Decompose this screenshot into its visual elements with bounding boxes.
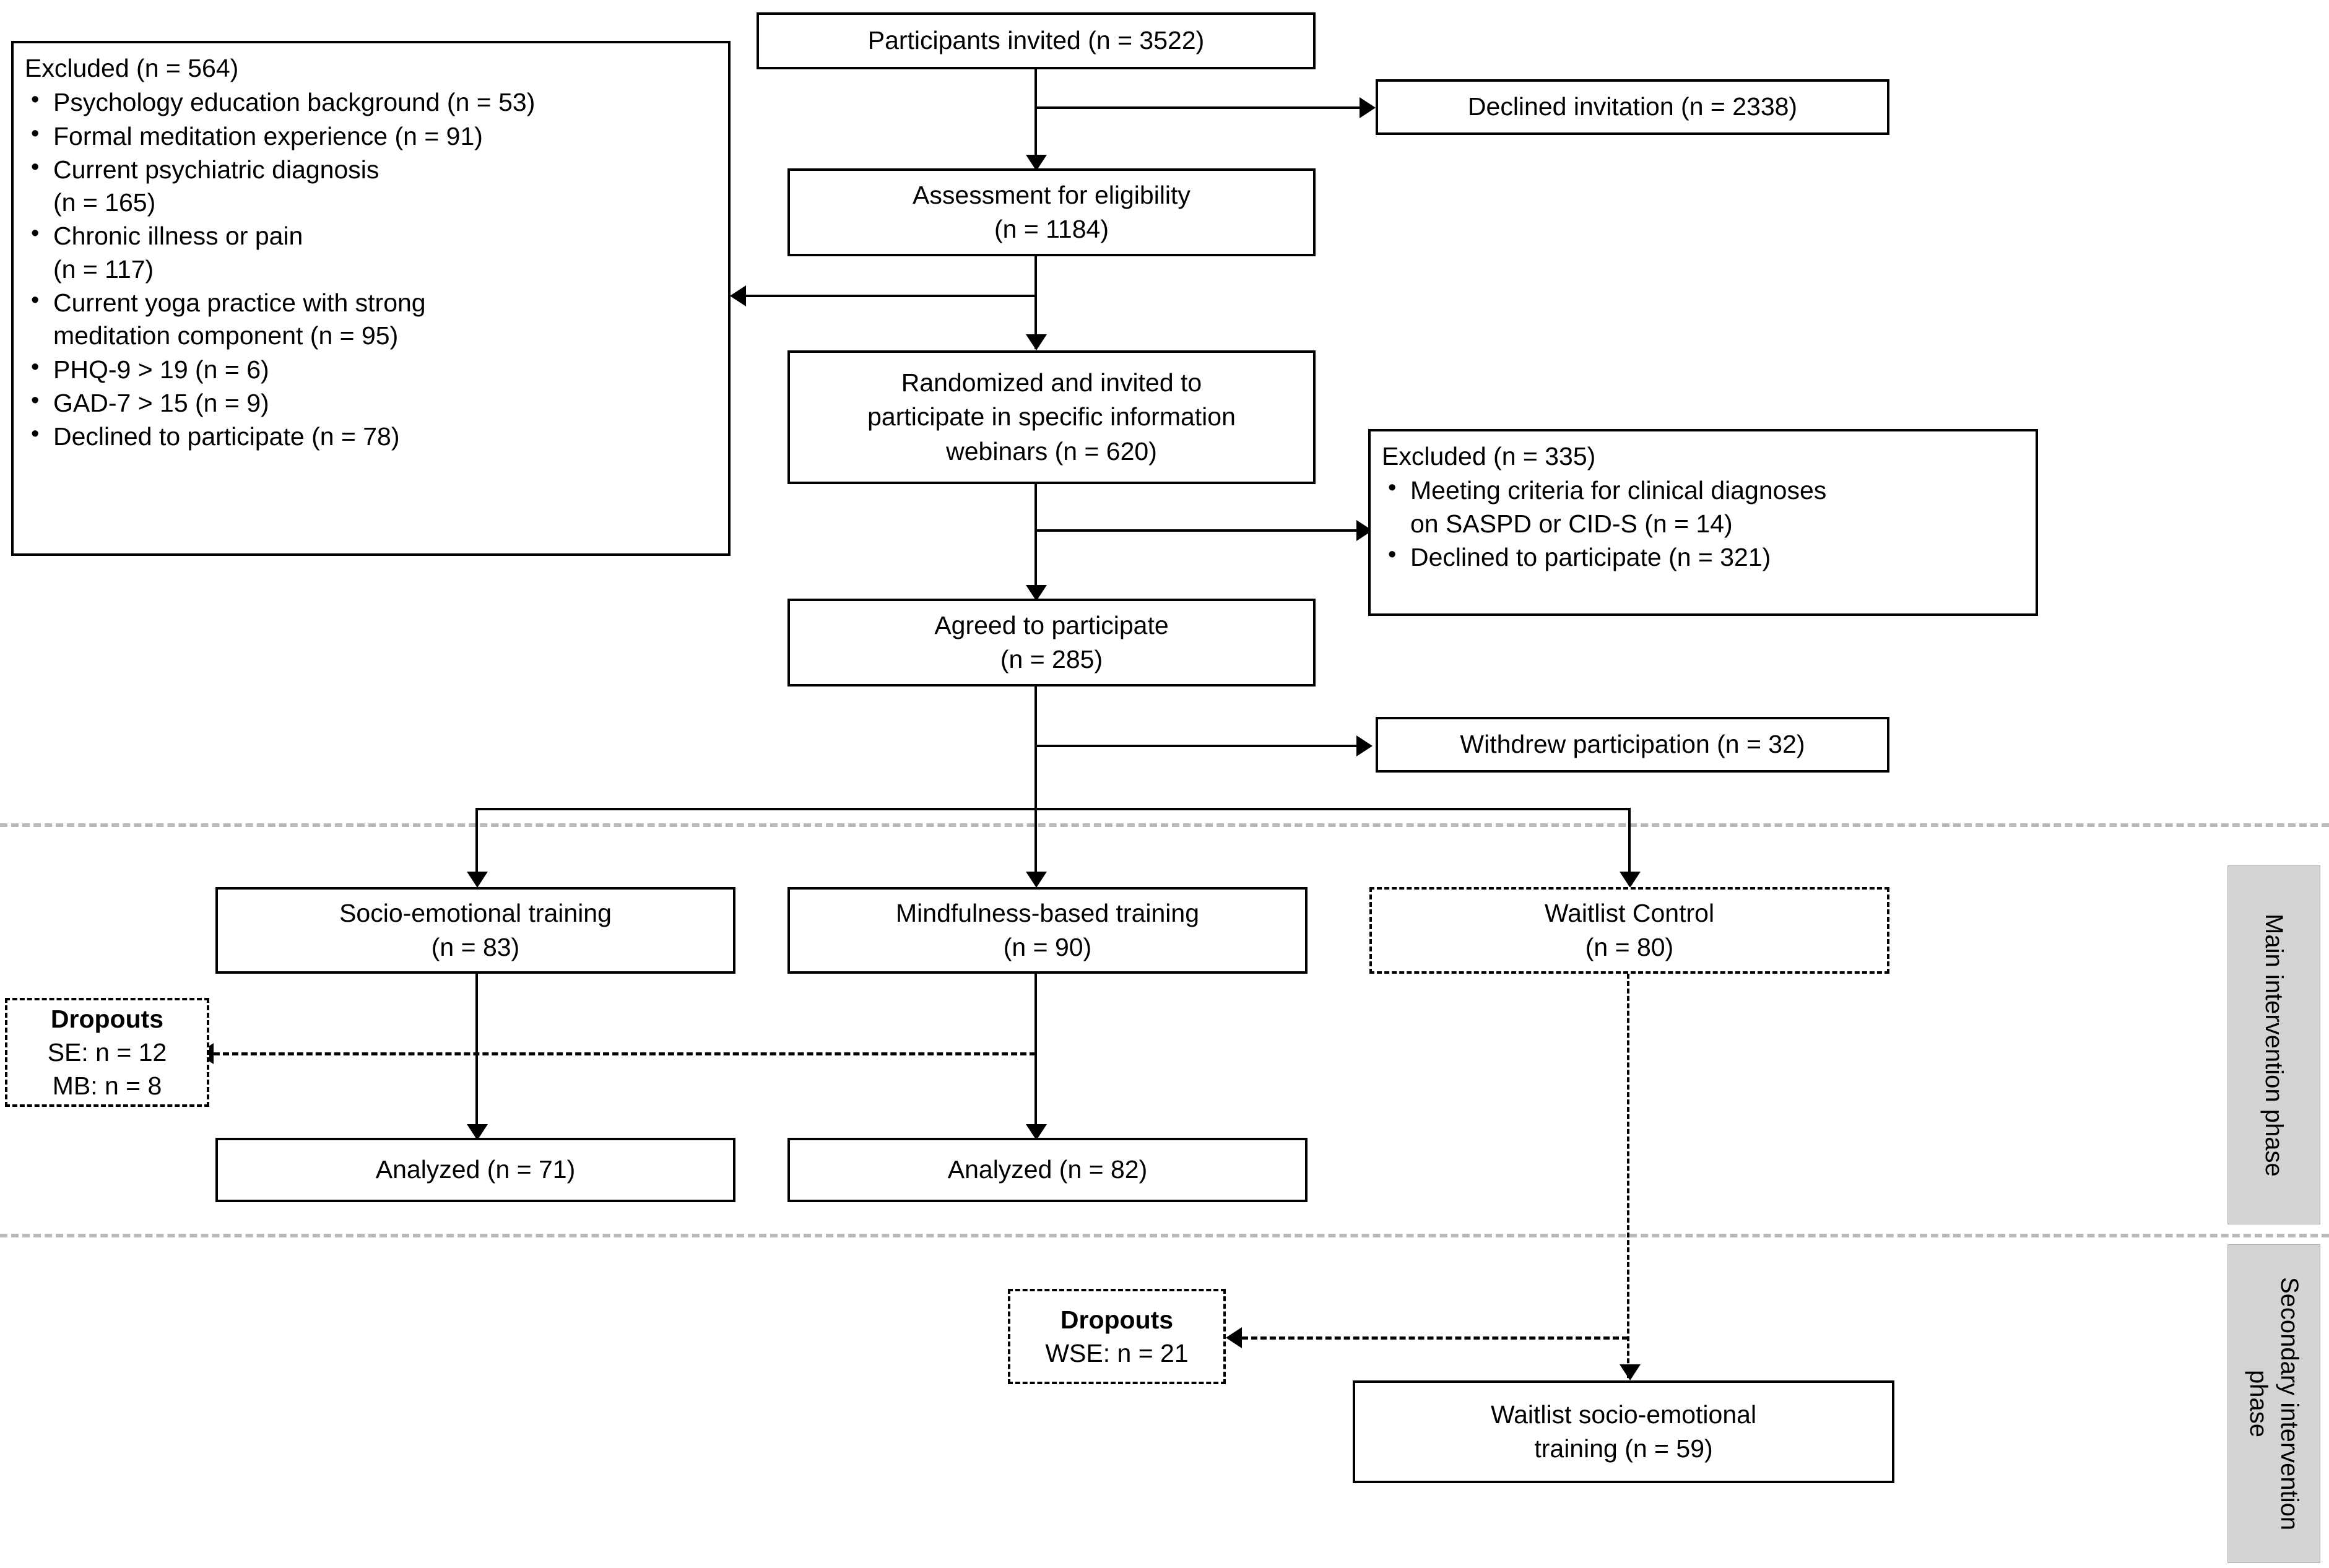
arrowhead-dropouts-secondary [1226, 1327, 1242, 1348]
node-participants-invited: Participants invited (n = 3522) [757, 12, 1316, 69]
phase-label-secondary: Secondary intervention phase [2227, 1244, 2320, 1563]
node-waitlist-control-line2: (n = 80) [1585, 933, 1674, 961]
node-socio-emotional-training-line1: Socio-emotional training [339, 898, 612, 927]
connector-assessment-to-excluded564 [746, 295, 1037, 297]
list-item: Formal meditation experience (n = 91) [25, 119, 717, 153]
arrowhead-drop-waitlist-control [1620, 872, 1641, 888]
node-dropouts-secondary-line1: WSE: n = 21 [1045, 1339, 1189, 1367]
arrowhead-invited-to-assessment [1026, 155, 1047, 171]
node-assessment-eligibility-line1: Assessment for eligibility [913, 180, 1191, 209]
node-randomized-webinars-line3: webinars (n = 620) [946, 436, 1157, 466]
node-analyzed-mb-label: Analyzed (n = 82) [947, 1155, 1148, 1184]
node-waitlist-se-training-line1: Waitlist socio-emotional [1490, 1400, 1757, 1429]
node-withdrew-participation-label: Withdrew participation (n = 32) [1460, 730, 1805, 759]
node-mindfulness-based-training-line1: Mindfulness-based training [896, 898, 1199, 927]
list-item: Current yoga practice with strong medita… [25, 285, 717, 353]
arrowhead-agreed-to-withdrew [1356, 735, 1373, 756]
connector-dropouts-main [214, 1052, 1036, 1055]
node-agreed-participate-line1: Agreed to participate [934, 610, 1169, 639]
connector-invited-to-declined [1034, 106, 1369, 109]
list-item: Meeting criteria for clinical diagnoses … [1382, 473, 2024, 540]
arrowhead-mb-to-analyzed [1026, 1124, 1047, 1140]
connector-drop-socio-emotional [475, 808, 478, 885]
connector-distribution-bar [475, 808, 1631, 810]
node-socio-emotional-training-line2: (n = 83) [431, 933, 520, 961]
connector-mb-to-analyzed [1034, 974, 1037, 1138]
node-excluded-564-list: Psychology education background (n = 53)… [25, 85, 717, 453]
node-mindfulness-based-training-line2: (n = 90) [1003, 933, 1092, 961]
list-item: Chronic illness or pain (n = 117) [25, 219, 717, 286]
arrowhead-drop-mindfulness [1026, 872, 1047, 888]
connector-agreed-to-withdrew [1034, 745, 1366, 747]
list-item: GAD-7 > 15 (n = 9) [25, 386, 717, 420]
node-randomized-webinars-line2: participate in specific information [867, 402, 1236, 431]
arrowhead-assessment-to-randomized [1026, 334, 1047, 350]
node-waitlist-control-line1: Waitlist Control [1544, 898, 1715, 927]
list-item: Declined to participate (n = 78) [25, 419, 717, 453]
node-waitlist-se-training-line2: training (n = 59) [1534, 1434, 1713, 1463]
node-dropouts-secondary-title: Dropouts [1060, 1305, 1174, 1334]
phase-label-main-text: Main intervention phase [2260, 913, 2288, 1177]
node-assessment-eligibility-line2: (n = 1184) [994, 215, 1109, 243]
phase-separator-main [0, 823, 2329, 827]
arrowhead-drop-socio-emotional [467, 872, 488, 888]
node-agreed-participate-line2: (n = 285) [1000, 645, 1103, 674]
connector-agreed-to-distribution [1034, 687, 1037, 809]
node-excluded-335-list: Meeting criteria for clinical diagnoses … [1382, 473, 2024, 574]
node-analyzed-se: Analyzed (n = 71) [215, 1138, 735, 1202]
node-randomized-webinars-line1: Randomized and invited to [901, 368, 1202, 397]
connector-dropouts-secondary [1242, 1336, 1628, 1340]
node-assessment-eligibility: Assessment for eligibility (n = 1184) [787, 168, 1316, 256]
connector-waitlist-to-secondary [1627, 974, 1629, 1393]
list-item: Psychology education background (n = 53) [25, 85, 717, 119]
node-participants-invited-label: Participants invited (n = 3522) [867, 26, 1205, 55]
node-declined-invitation-label: Declined invitation (n = 2338) [1467, 92, 1798, 121]
node-waitlist-control: Waitlist Control (n = 80) [1369, 887, 1889, 974]
node-excluded-335: Excluded (n = 335) Meeting criteria for … [1368, 429, 2038, 616]
connector-randomized-to-agreed [1034, 484, 1037, 599]
connector-randomized-to-excluded335 [1034, 529, 1366, 532]
node-waitlist-se-training: Waitlist socio-emotional training (n = 5… [1353, 1380, 1894, 1483]
node-dropouts-main: Dropouts SE: n = 12 MB: n = 8 [5, 998, 209, 1107]
node-withdrew-participation: Withdrew participation (n = 32) [1376, 717, 1889, 773]
phase-label-secondary-text: Secondary intervention phase [2245, 1276, 2303, 1531]
arrowhead-assessment-to-excluded564 [730, 285, 746, 306]
node-excluded-564-head: Excluded (n = 564) [25, 54, 239, 82]
node-declined-invitation: Declined invitation (n = 2338) [1376, 79, 1889, 135]
arrowhead-waitlist-to-wse-training [1620, 1364, 1641, 1380]
node-analyzed-se-label: Analyzed (n = 71) [375, 1155, 576, 1184]
node-dropouts-secondary: Dropouts WSE: n = 21 [1008, 1289, 1226, 1384]
node-dropouts-main-title: Dropouts [50, 1004, 164, 1033]
node-dropouts-main-line1: SE: n = 12 [47, 1037, 167, 1067]
connector-assessment-to-randomized [1034, 256, 1037, 349]
list-item: Current psychiatric diagnosis (n = 165) [25, 152, 717, 220]
phase-separator-secondary [0, 1234, 2329, 1237]
node-mindfulness-based-training: Mindfulness-based training (n = 90) [787, 887, 1308, 974]
arrowhead-se-to-analyzed [467, 1124, 488, 1140]
node-analyzed-mb: Analyzed (n = 82) [787, 1138, 1308, 1202]
list-item: Declined to participate (n = 321) [1382, 540, 2024, 574]
connector-invited-to-assessment [1034, 69, 1037, 168]
connector-drop-waitlist-control [1628, 808, 1631, 885]
node-agreed-participate: Agreed to participate (n = 285) [787, 599, 1316, 687]
phase-label-main: Main intervention phase [2227, 865, 2320, 1224]
node-excluded-564: Excluded (n = 564) Psychology education … [11, 41, 731, 556]
arrowhead-invited-to-declined [1360, 97, 1376, 118]
node-excluded-335-head: Excluded (n = 335) [1382, 442, 1596, 470]
connector-se-to-analyzed [475, 974, 478, 1138]
node-randomized-webinars: Randomized and invited to participate in… [787, 350, 1316, 484]
node-dropouts-main-line2: MB: n = 8 [52, 1072, 162, 1101]
connector-drop-mindfulness [1034, 808, 1037, 885]
list-item: PHQ-9 > 19 (n = 6) [25, 352, 717, 386]
node-socio-emotional-training: Socio-emotional training (n = 83) [215, 887, 735, 974]
arrowhead-randomized-to-agreed [1026, 585, 1047, 601]
